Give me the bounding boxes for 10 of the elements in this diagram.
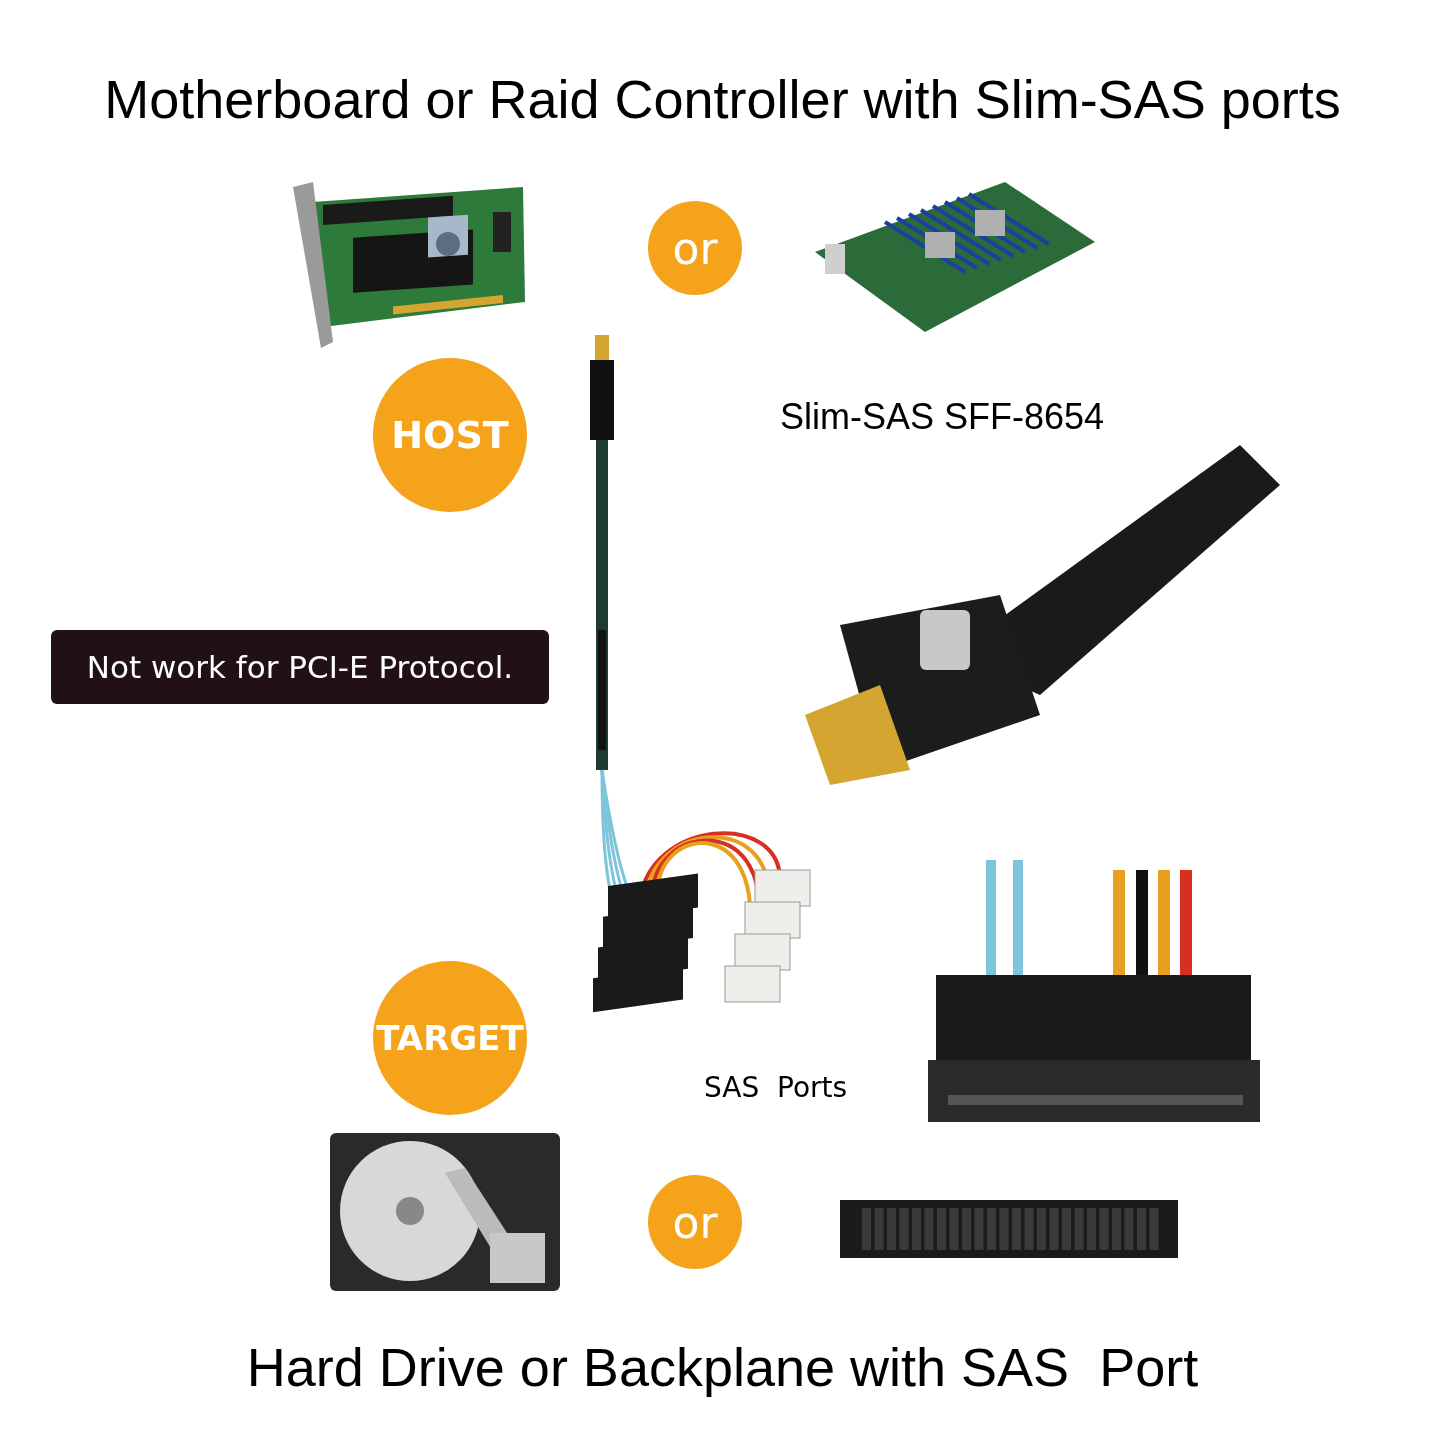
part-label: SAS Ports [704,1071,848,1104]
note-banner [51,630,549,704]
node-text: TARGET [376,1018,524,1058]
title: Motherboard or Raid Controller with Slim-SAS ports [104,69,1341,129]
node-text: Not work for PCI-E Protocol. [86,649,514,685]
node-text: HOST [391,413,509,457]
part-label: Slim-SAS SFF-8654 [780,396,1105,438]
caption: Hard Drive or Backplane with SAS Port [246,1337,1199,1397]
node-text: or [672,222,718,274]
node-text: or [672,1196,718,1248]
